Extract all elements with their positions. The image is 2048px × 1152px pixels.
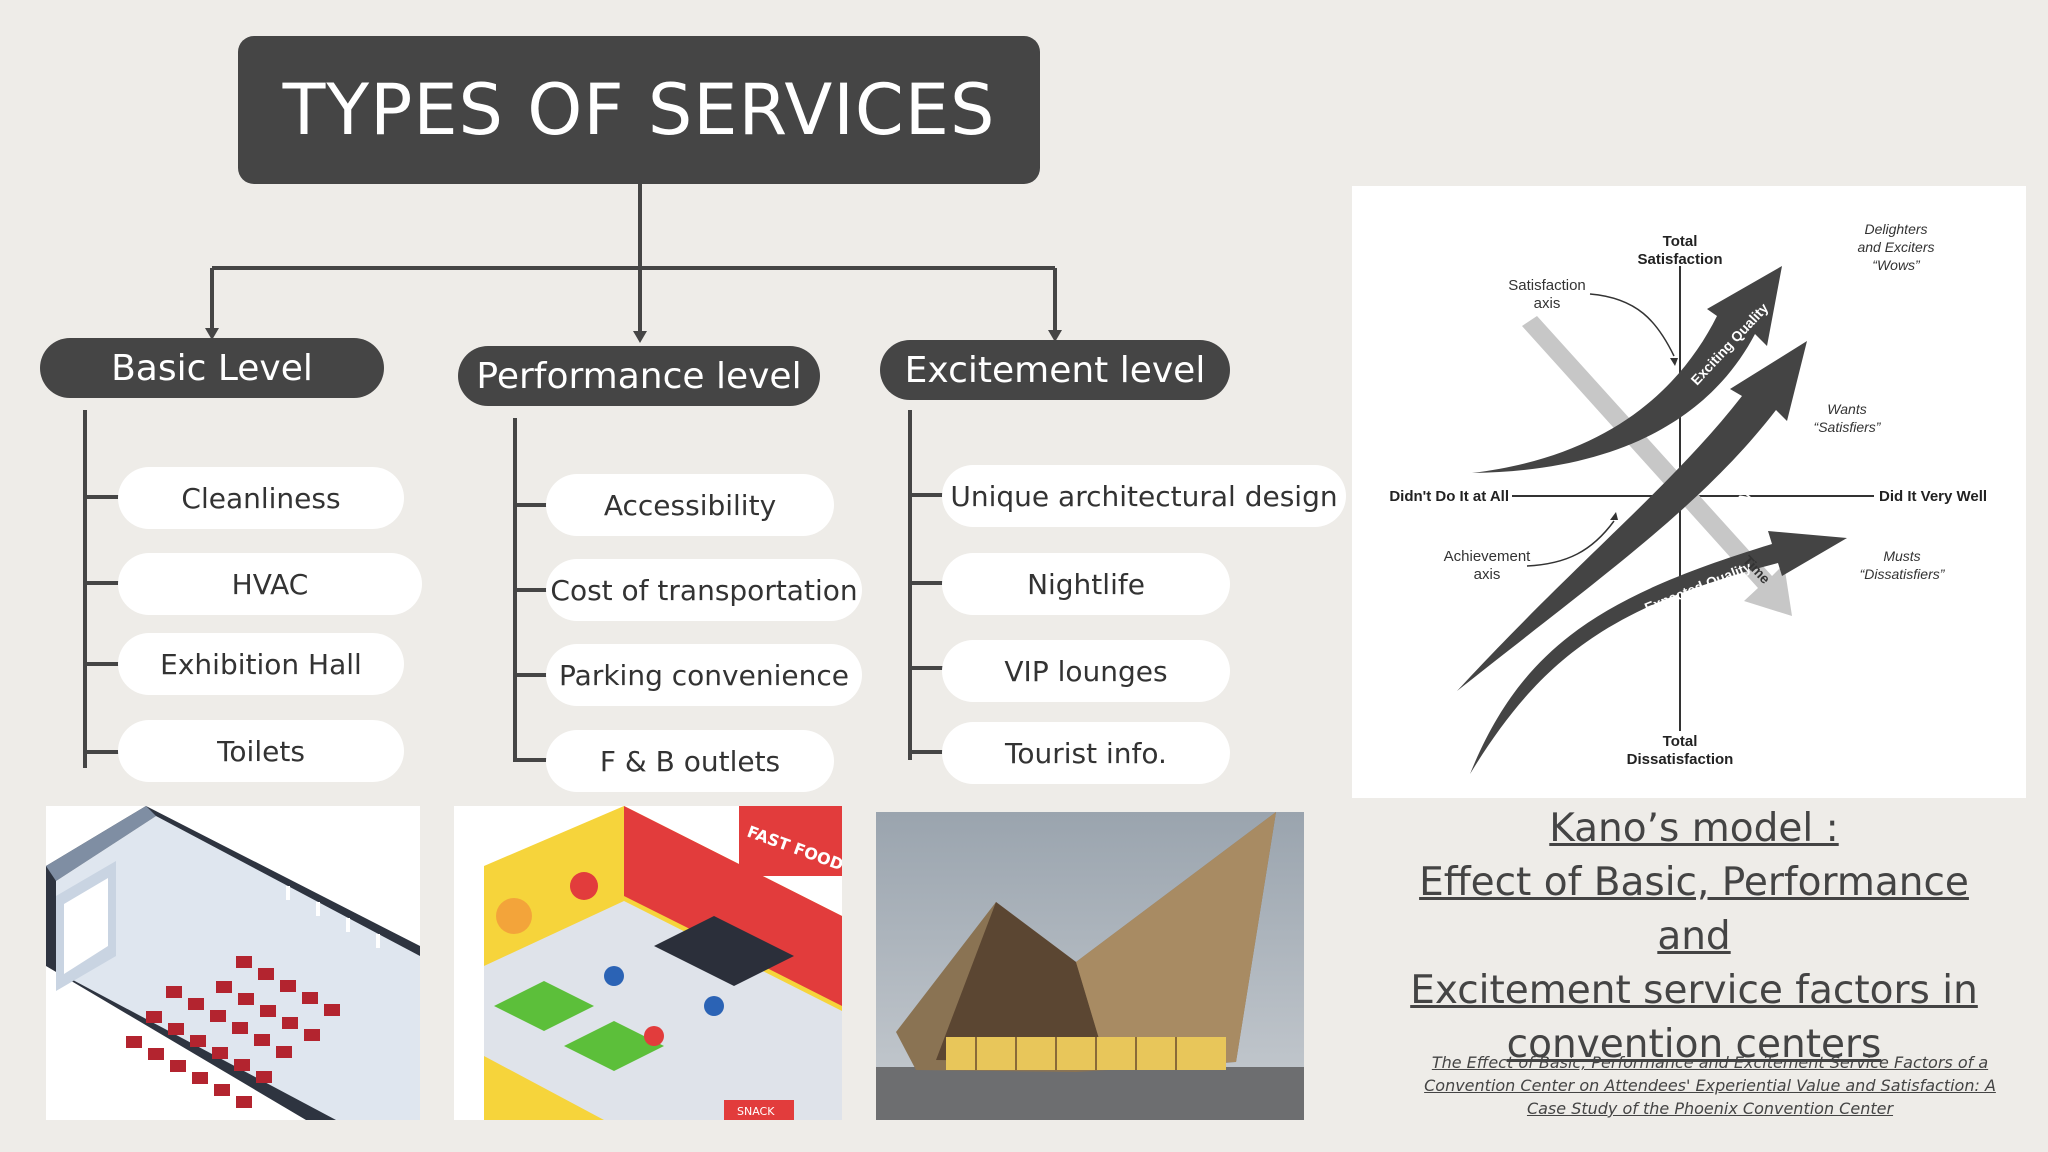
basic-level-header: Basic Level: [40, 338, 384, 398]
excitement-item-nightlife: Nightlife: [942, 553, 1230, 615]
citation-line-3: Case Study of the Phoenix Convention Cen…: [1526, 1099, 1894, 1118]
performance-item-accessibility: Accessibility: [546, 474, 834, 536]
basic-item-toilets: Toilets: [118, 720, 404, 782]
kano-title-line-4: convention centers: [1506, 1022, 1882, 1067]
excitement-level-header: Excitement level: [880, 340, 1230, 400]
expected-quality-arrow: [1470, 531, 1847, 774]
basic-item-exhibition-hall: Exhibition Hall: [118, 633, 404, 695]
normal-quality-arrow: [1457, 341, 1807, 691]
excitement-item-tourist-info: Tourist info.: [942, 722, 1230, 784]
time-arrow: [1522, 316, 1792, 616]
performance-item-parking-convenience: Parking convenience: [546, 644, 862, 706]
citation-line-1: The Effect of Basic, Performance and Exc…: [1431, 1053, 1989, 1072]
kano-title-line-2: Effect of Basic, Performance and: [1419, 860, 1969, 959]
musts-label: Musts“Dissatisfiers”: [1860, 548, 1946, 582]
excitement-item-vip-lounges: VIP lounges: [942, 640, 1230, 702]
exciting-quality-arrow: [1472, 266, 1782, 473]
performance-item-fb-outlets: F & B outlets: [546, 730, 834, 792]
kano-title-line-3: Excitement service factors in: [1410, 968, 1978, 1013]
citation-line-2: Convention Center on Attendees' Experien…: [1424, 1076, 1996, 1095]
citation-link[interactable]: The Effect of Basic, Performance and Exc…: [1420, 1051, 2000, 1120]
kano-title-line-1: Kano’s model :: [1549, 806, 1839, 851]
performance-item-cost-of-transportation: Cost of transportation: [546, 559, 862, 621]
fast-food-illustration: FAST FOOD ISOMETRIC SNACK: [454, 806, 842, 1120]
kano-model-title: Kano’s model : Effect of Basic, Performa…: [1384, 802, 2004, 1072]
wants-label: Wants“Satisfiers”: [1814, 401, 1882, 435]
excitement-item-unique-architectural-design: Unique architectural design: [942, 465, 1346, 527]
did-very-well-label: Did It Very Well: [1879, 488, 1987, 505]
auditorium-illustration: [46, 806, 420, 1120]
page-title: TYPES OF SERVICES: [238, 36, 1040, 184]
performance-level-header: Performance level: [458, 346, 820, 406]
basic-item-cleanliness: Cleanliness: [118, 467, 404, 529]
didnt-do-label: Didn't Do It at All: [1389, 488, 1509, 505]
snack-label: SNACK: [737, 1105, 775, 1118]
convention-center-photo: [876, 812, 1304, 1120]
basic-item-hvac: HVAC: [118, 553, 422, 615]
